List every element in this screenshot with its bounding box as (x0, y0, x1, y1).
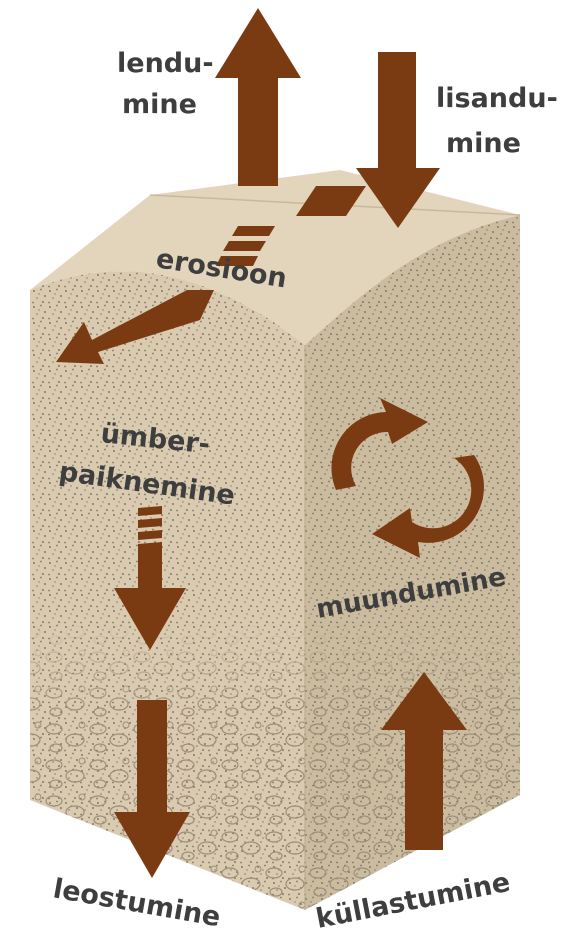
label-leostumine: leostumine (51, 873, 223, 933)
label-lisandumine-line1: lisandu- (436, 83, 558, 114)
label-lendumine-line2: mine (122, 89, 197, 120)
label-lendumine-line1: lendu- (117, 48, 214, 79)
label-lisandumine-line2: mine (446, 128, 521, 159)
evaporation-arrow-up (215, 8, 301, 186)
